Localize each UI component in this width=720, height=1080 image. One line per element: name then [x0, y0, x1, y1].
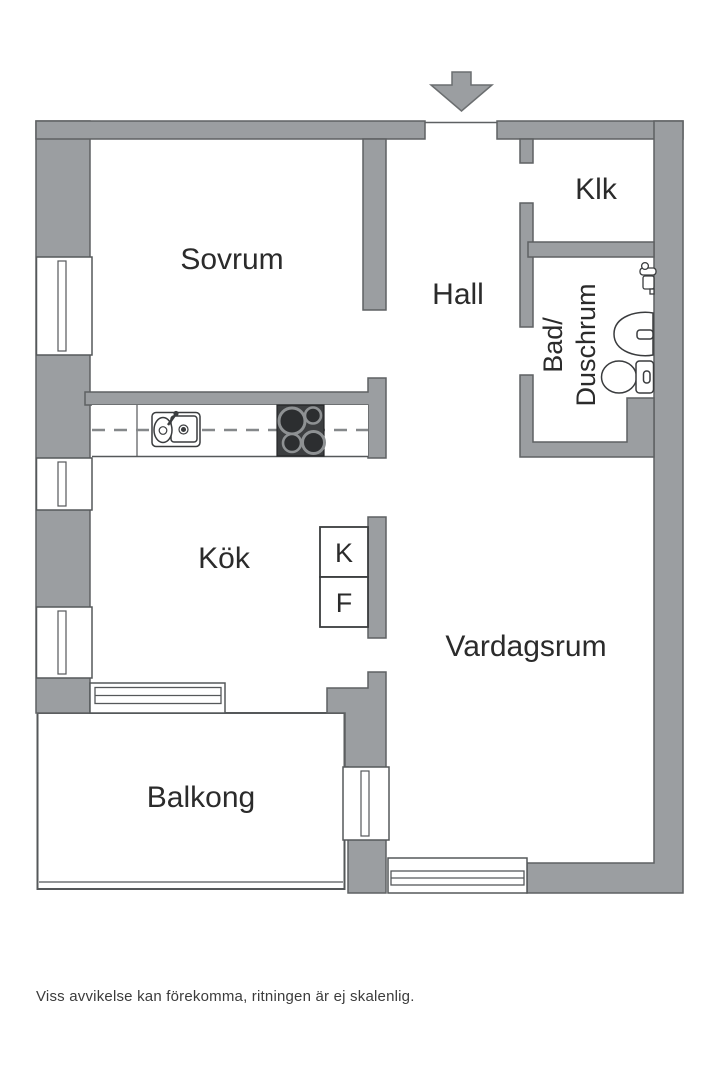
room-label-klk: Klk — [575, 173, 618, 206]
radiators — [94, 686, 525, 886]
room-label-balkong: Balkong — [147, 781, 255, 814]
room-label-kok: Kök — [198, 542, 251, 575]
window-kok-lower — [35, 606, 93, 679]
room-label-bad-line2: Duschrum — [571, 283, 601, 406]
window-vardagsrum-balkong — [342, 766, 390, 841]
wall-hall-east — [519, 202, 534, 328]
kitchen-sink — [151, 410, 201, 448]
room-label-bad-duschrum: Bad/ Duschrum — [538, 283, 601, 406]
room-label-bad-line1: Bad/ — [538, 317, 568, 373]
wall-sovrum-hall — [362, 138, 387, 311]
kf-unit — [319, 526, 369, 628]
wall-stub-klk — [519, 138, 534, 164]
room-label-hall: Hall — [432, 278, 484, 311]
freezer-box — [319, 576, 369, 628]
balcony-railing — [36, 712, 346, 890]
bathroom-fixtures — [600, 261, 657, 394]
walls — [35, 120, 684, 894]
radiator-vardagsrum — [390, 870, 525, 886]
wall-top-left — [35, 120, 426, 140]
room-label-vardagsrum: Vardagsrum — [445, 630, 606, 663]
room-label-sovrum: Sovrum — [180, 243, 283, 276]
fridge-box — [319, 526, 369, 578]
stove — [276, 404, 326, 457]
windows — [35, 256, 528, 894]
window-sovrum — [35, 256, 93, 356]
wall-kf-stub — [367, 516, 387, 639]
wall-right-bottom — [526, 120, 684, 894]
kitchen-counter — [92, 405, 368, 458]
wall-klk-bottom — [527, 241, 655, 258]
entrance-arrow-icon — [428, 71, 495, 112]
shower-mixer-icon — [639, 261, 657, 295]
freezer-label: F — [336, 588, 353, 618]
wall-bathroom — [519, 374, 655, 458]
disclaimer-text: Viss avvikelse kan förekomma, ritningen … — [36, 988, 415, 1005]
window-kok-upper — [35, 457, 93, 511]
fridge-label: K — [335, 538, 353, 568]
washbasin — [613, 311, 654, 357]
radiator-kok — [94, 686, 222, 705]
toilet — [600, 360, 655, 394]
